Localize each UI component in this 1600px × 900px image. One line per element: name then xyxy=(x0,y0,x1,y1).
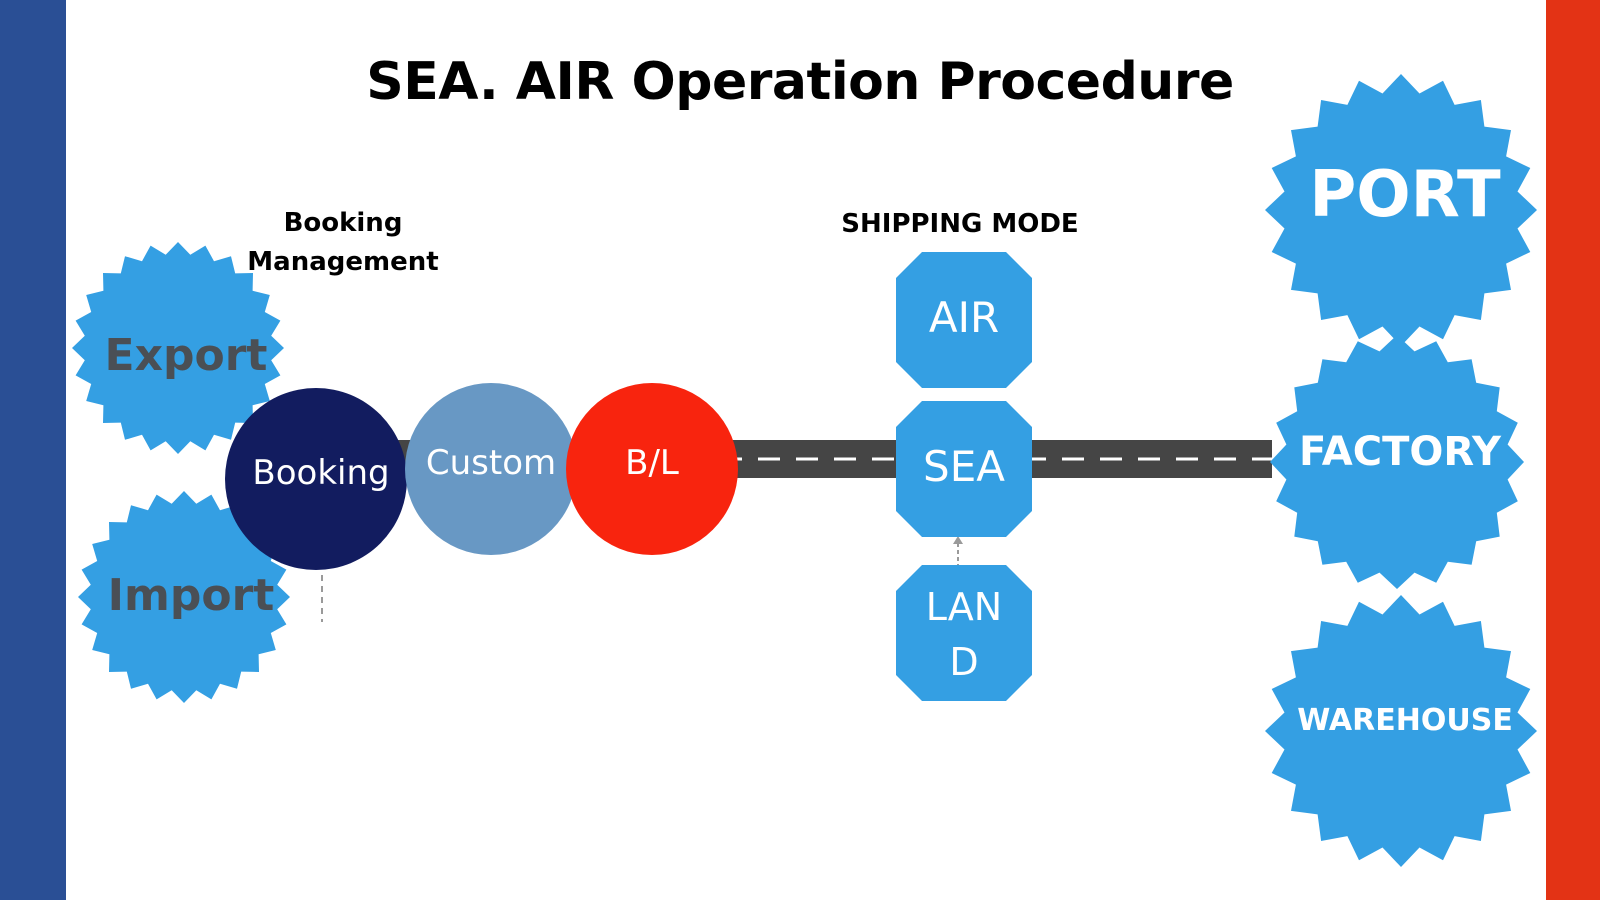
port-label: PORT xyxy=(1309,158,1501,232)
land-octagon xyxy=(896,565,1032,701)
factory-label: FACTORY xyxy=(1299,429,1501,475)
land-to-sea-arrowhead xyxy=(953,536,963,544)
import-label: Import xyxy=(107,570,275,621)
page-title: SEA. AIR Operation Procedure xyxy=(366,52,1234,112)
booking-management-label: Booking Management xyxy=(247,208,439,277)
booking-circle xyxy=(225,388,407,570)
import-badge xyxy=(78,491,290,703)
custom-label: Custom xyxy=(425,443,557,483)
burst-export-shape xyxy=(72,242,284,454)
sea-octagon xyxy=(896,401,1032,537)
booking-label: Booking xyxy=(252,453,390,493)
land-label: LAN D xyxy=(925,585,1003,684)
burst-import-shape xyxy=(78,491,290,703)
burst-port-shape xyxy=(1265,74,1537,346)
port-badge xyxy=(1265,74,1537,346)
bl-label: B/L xyxy=(625,443,679,483)
sea-label: SEA xyxy=(923,442,1005,491)
factory-badge xyxy=(1270,335,1524,589)
export-label: Export xyxy=(104,330,268,381)
warehouse-badge xyxy=(1265,595,1537,867)
warehouse-label: WAREHOUSE xyxy=(1297,703,1513,738)
air-octagon xyxy=(896,252,1032,388)
export-badge xyxy=(72,242,284,454)
burst-warehouse-shape xyxy=(1265,595,1537,867)
left-accent-stripe xyxy=(0,0,66,900)
custom-circle xyxy=(405,383,577,555)
burst-factory-shape xyxy=(1270,335,1524,589)
bl-circle xyxy=(566,383,738,555)
air-label: AIR xyxy=(928,293,1000,342)
right-accent-stripe xyxy=(1546,0,1600,900)
shipping-mode-label: SHIPPING MODE xyxy=(841,209,1079,239)
